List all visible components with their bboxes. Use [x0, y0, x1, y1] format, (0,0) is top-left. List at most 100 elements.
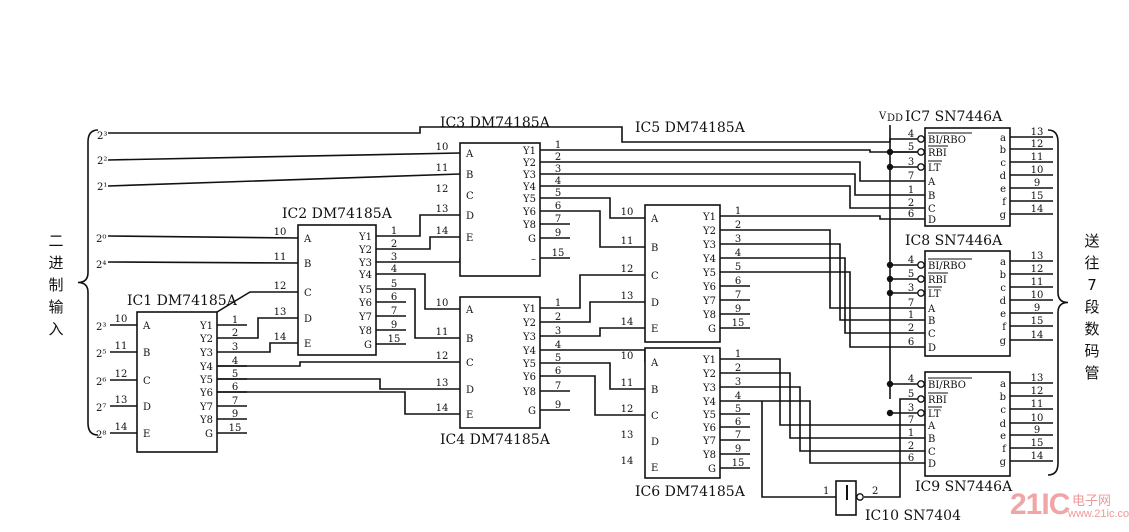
ic8-inpin: 5 — [908, 269, 914, 280]
ic6-out-G: G — [708, 464, 716, 475]
ic7-chip: IC7 SN7446ABI/RBORBILTABCDabcdefg1312111… — [905, 109, 1053, 227]
ic2-out-Y5: Y5 — [358, 285, 372, 296]
wire-in — [107, 235, 299, 239]
ic8-outpin: 9 — [1034, 303, 1040, 314]
ic8-outpin: 13 — [1031, 251, 1044, 262]
ic1-out-Y2: Y2 — [199, 334, 213, 345]
ic4-inpin-0: 10 — [436, 298, 449, 309]
ic7-outpin: 9 — [1034, 178, 1040, 189]
ic2-in-B: B — [304, 259, 311, 270]
w — [570, 210, 645, 248]
w — [217, 378, 460, 390]
ic4-outpin-4: 5 — [555, 353, 561, 364]
vdd-label: V — [878, 111, 887, 122]
ic1-title: IC1 DM74185A — [127, 293, 238, 309]
ic6-body — [644, 347, 721, 479]
ic2-outpin-1: 2 — [391, 239, 397, 250]
ic1-pin-3: 13 — [115, 395, 128, 406]
ic6-outpin-7: 9 — [735, 444, 741, 455]
ic2-out-Y7: Y7 — [358, 312, 372, 323]
ic8-in-2: LT — [928, 289, 941, 300]
ic9-out-g: g — [1000, 457, 1007, 468]
ic5-outpin-4: 5 — [735, 262, 741, 273]
ic2-title: IC2 DM74185A — [282, 206, 393, 222]
ic8-out-d: d — [1000, 296, 1007, 307]
ic3-out-G: G — [528, 234, 536, 245]
ic5-outpin-1: 2 — [735, 220, 741, 231]
ic5-out-Y1: Y1 — [702, 212, 716, 223]
ic5-in-E: E — [651, 324, 658, 335]
ic1-body — [136, 311, 218, 453]
ic2-inpin-2: 12 — [274, 281, 287, 292]
ic2-outpin-8: 15 — [388, 334, 401, 345]
w — [406, 273, 460, 310]
ic2-in-C: C — [304, 288, 312, 299]
ic4-in-E: E — [466, 410, 473, 421]
ic3-in-D: D — [466, 211, 474, 222]
input-label-char: 入 — [48, 320, 63, 338]
ic1-outpin-4: 5 — [232, 369, 238, 380]
ic1-bit-4: 2⁸ — [96, 430, 106, 441]
ic9-outpin: 12 — [1031, 386, 1044, 397]
ic2-in-A: A — [303, 234, 312, 245]
ic1-in-C: C — [143, 376, 151, 387]
watermark-logo: 21IC 电子网 www.21ic.com — [1010, 488, 1129, 528]
wires — [77, 125, 1069, 498]
ic4-inpin-1: 11 — [436, 327, 449, 338]
ic3-outpin-4: 5 — [555, 188, 561, 199]
ic6-out-Y4: Y4 — [702, 397, 716, 408]
ic8-bubble — [917, 289, 925, 297]
ic3-out-Y5: Y5 — [522, 194, 536, 205]
ic9-inpin: 1 — [908, 428, 914, 439]
ic4-outpin-7: 9 — [555, 400, 561, 411]
ic2-out-Y1: Y1 — [358, 232, 372, 243]
ic3-outpin-5: 6 — [555, 201, 561, 212]
output-label-char: 码 — [1084, 342, 1099, 360]
ic4-in-A: A — [465, 305, 474, 316]
ic9-inpin: 7 — [908, 415, 914, 426]
output-label-char: 段 — [1084, 298, 1099, 316]
ic2-out-Y4: Y4 — [358, 270, 372, 281]
ic8-title: IC8 SN7446A — [905, 233, 1003, 249]
ic8-body — [924, 250, 1011, 357]
ic4-inpin-4: 14 — [436, 403, 449, 414]
ic4-outpin-1: 2 — [555, 312, 561, 323]
w — [864, 398, 921, 498]
input-label-char: 输 — [48, 298, 63, 316]
junction — [886, 275, 894, 283]
ic4-in-B: B — [466, 334, 473, 345]
output-brace — [1047, 129, 1069, 476]
ic2-inpin-4: 14 — [274, 332, 287, 343]
ic7-inpin: 4 — [908, 129, 914, 140]
ic4-body — [459, 296, 541, 429]
ic2-outpin-2: 3 — [391, 252, 397, 263]
ic3-inpin-0: 10 — [436, 142, 449, 153]
ic6-inpin-0: 10 — [621, 351, 634, 362]
ic7-in-0: BI/RBO — [928, 135, 966, 146]
bit-1: 2² — [97, 156, 107, 167]
ic7-inpin: 7 — [908, 171, 914, 182]
ic9-inpin: 3 — [908, 403, 914, 414]
ic7-body — [924, 127, 1011, 227]
ic8-inpin: 4 — [908, 255, 914, 266]
ic6-inpin-4: 14 — [621, 456, 634, 467]
ic9-outpin: 9 — [1034, 425, 1040, 436]
ic2-out-G: G — [364, 340, 372, 351]
ic9-bubble — [917, 380, 925, 388]
ic9-inpin: 2 — [908, 441, 914, 452]
ic7-out-c: c — [1000, 158, 1006, 169]
ic4-out-Y8: Y8 — [522, 387, 536, 398]
ic7-in-6: D — [928, 215, 936, 226]
wire-in — [107, 261, 299, 264]
ic4-out-Y4: Y4 — [522, 346, 536, 357]
ic9-in-3: A — [927, 421, 936, 432]
ic2-outpin-6: 7 — [391, 306, 397, 317]
ic6-title: IC6 DM74185A — [635, 484, 746, 500]
w — [570, 161, 925, 182]
ic2-inpin-0: 10 — [274, 227, 287, 238]
ic8-in-1: RBI — [928, 275, 947, 286]
ic3-in-A: A — [465, 149, 474, 160]
ic1-out-Y5: Y5 — [199, 375, 213, 386]
w — [406, 236, 460, 250]
w — [750, 400, 925, 464]
